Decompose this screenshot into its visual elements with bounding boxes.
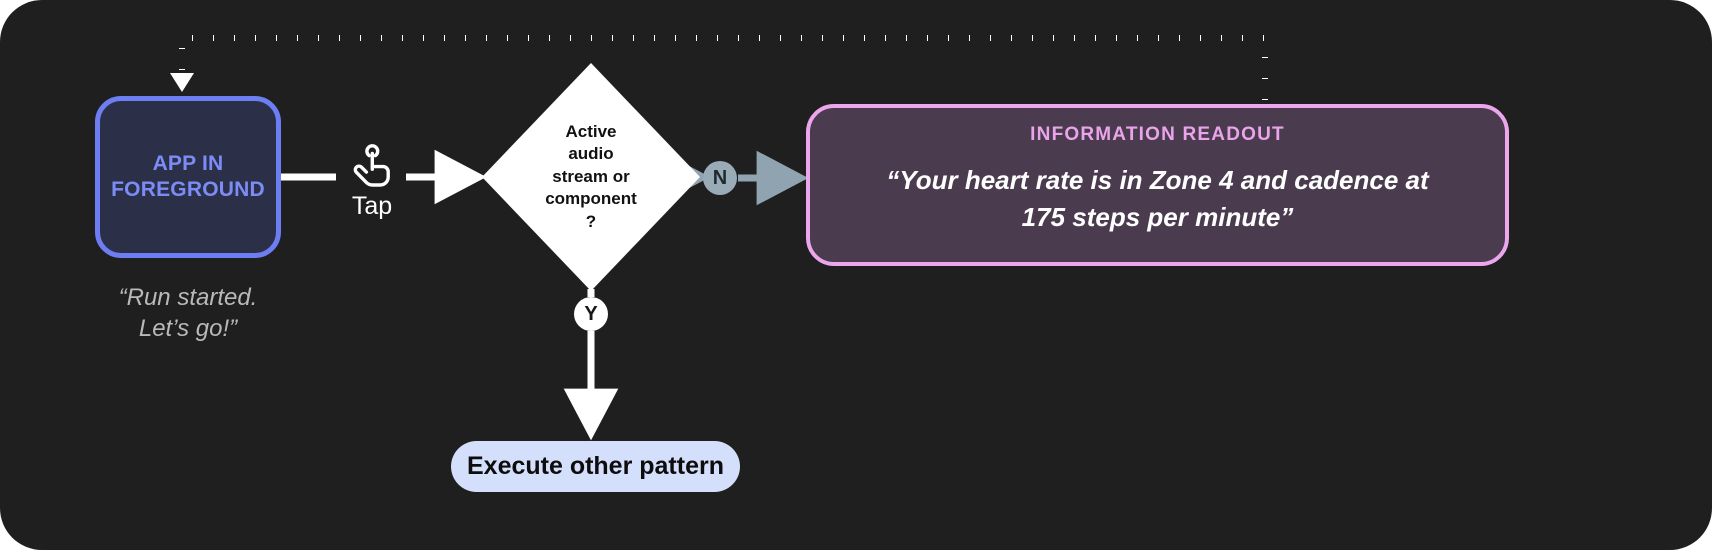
tap-hand-icon (353, 144, 390, 187)
node-app-in-foreground[interactable]: APP IN FOREGROUND (95, 96, 281, 258)
decision-label: Active audio stream or component ? (545, 121, 637, 231)
node-execute-other-pattern[interactable]: Execute other pattern (451, 441, 740, 492)
branch-badge-no: N (703, 161, 737, 195)
node-decision-audio-stream[interactable]: Active audio stream or component ? (482, 63, 700, 291)
app-voice-caption: “Run started. Let’s go!” (118, 284, 258, 342)
tap-label: Tap (351, 192, 393, 220)
node-information-readout[interactable]: INFORMATION READOUT “Your heart rate is … (806, 104, 1509, 266)
branch-badge-yes: Y (574, 297, 608, 331)
feedback-arrowhead-icon (170, 73, 194, 92)
gesture-tap: Tap (336, 142, 408, 219)
connector-feedback-loop (179, 35, 1268, 100)
information-readout-title: INFORMATION READOUT (1030, 124, 1285, 145)
app-in-foreground-label: APP IN FOREGROUND (111, 151, 265, 201)
information-readout-body: “Your heart rate is in Zone 4 and cadenc… (886, 165, 1429, 232)
execute-other-pattern-label: Execute other pattern (466, 452, 724, 480)
